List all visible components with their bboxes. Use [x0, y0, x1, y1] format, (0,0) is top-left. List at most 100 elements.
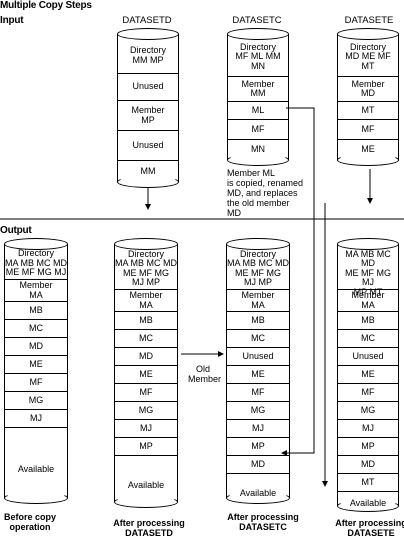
cylinder-row: MT: [338, 102, 398, 120]
row-text: Directory: [17, 248, 54, 259]
row-text: Member: [241, 78, 275, 89]
cylinder-bottom: [225, 492, 291, 504]
cylinder-bottom: [336, 154, 400, 166]
cylinder-row: ME: [338, 366, 398, 384]
row-text: MB: [29, 304, 43, 315]
row-text: MD: [251, 458, 265, 469]
cylinder-row: MF: [227, 384, 289, 402]
row-text: Unused: [242, 350, 274, 361]
cylinder-row: MB: [227, 312, 289, 330]
row-text: MP: [251, 440, 265, 451]
row-text: MC: [29, 322, 43, 333]
cylinder-row: MB: [115, 312, 177, 330]
row-text: Member: [351, 78, 385, 89]
row-text: MC: [139, 332, 153, 343]
row-text: MF: [29, 376, 43, 387]
row-text: MG: [360, 404, 376, 415]
row-text: MG: [138, 404, 154, 415]
cylinder-row: MF: [228, 120, 288, 140]
cylinder-row: MF: [338, 384, 398, 402]
cylinder-row: MC: [115, 330, 177, 348]
cylinder-row: MP: [338, 438, 398, 456]
row-text: Member: [129, 290, 163, 300]
cylinder-row: MC: [338, 330, 398, 348]
row-text: ME MF MG: [123, 267, 169, 278]
cylinder-row: ML: [228, 102, 288, 120]
row-text: MJ: [252, 422, 264, 433]
row-text: MP MT: [353, 286, 383, 297]
cylinder-top: [3, 238, 69, 250]
cylinder-row: MG: [338, 402, 398, 420]
row-text: Available: [349, 498, 387, 509]
cylinder-row: MJ: [5, 410, 67, 428]
datasete-label: DATASETE: [344, 15, 394, 26]
row-text: MN: [251, 144, 265, 155]
cylinder-row: MF: [5, 374, 67, 392]
row-text: MP: [141, 114, 155, 125]
row-text: MJ: [140, 422, 152, 433]
cylinder-row: MD: [227, 456, 289, 474]
cylinder-row: MD: [5, 338, 67, 356]
row-text: MB: [251, 314, 265, 325]
cylinder-row: Unused: [227, 348, 289, 366]
cylinder-row: ME: [115, 366, 177, 384]
cylinder-row: Available: [227, 474, 289, 514]
row-text: ME MF MG MJ: [345, 267, 391, 287]
cylinder-top: [336, 28, 400, 40]
row-text: Available: [127, 480, 165, 491]
row-text: MD: [139, 350, 153, 361]
row-text: MG: [28, 394, 44, 405]
row-text: Unused: [132, 139, 164, 150]
cylinder-row: MD: [338, 456, 398, 474]
cylinder-row: MP: [115, 438, 177, 456]
row-text: MM MP: [132, 54, 164, 65]
cylinder-row: MB: [338, 312, 398, 330]
row-text: MT: [361, 476, 375, 487]
row-text: Directory: [349, 41, 386, 52]
row-text: ME: [361, 144, 375, 155]
cylinder-row: Available: [5, 428, 67, 512]
row-text: MP: [361, 440, 375, 451]
cylinder-row: MF: [338, 120, 398, 140]
row-text: ME MF MG MJ: [5, 267, 67, 278]
cylinder-row: MJ: [115, 420, 177, 438]
member-ml-note: Member ML is copied, renamed MD, and rep…: [227, 168, 304, 218]
cylinder-row: Unused: [118, 74, 178, 101]
row-text: ME MF MG: [235, 267, 281, 278]
row-text: MA: [361, 299, 375, 310]
row-text: MA MB MC MD: [227, 258, 289, 268]
row-text: Member: [241, 290, 275, 300]
row-text: Directory: [129, 45, 166, 55]
cylinder-bottom: [116, 176, 180, 188]
row-text: Member: [19, 280, 53, 290]
cylinder-top: [336, 238, 400, 250]
cylinder-row: MG: [227, 402, 289, 420]
row-text: MF: [139, 386, 153, 397]
row-text: ME: [251, 368, 265, 379]
row-text: MG: [250, 404, 266, 415]
cylinder-row: Unused: [338, 348, 398, 366]
cylinder-top: [113, 238, 179, 250]
cylinder-row: MC: [227, 330, 289, 348]
row-text: MM: [250, 88, 266, 98]
row-text: Available: [17, 464, 55, 475]
row-text: MF: [361, 123, 375, 134]
cylinder-row: MB: [5, 302, 67, 320]
row-text: MA MB MC MD: [345, 248, 391, 268]
row-text: MD: [29, 340, 43, 351]
cylinder-top: [225, 238, 291, 250]
cylinder-row: ME: [5, 356, 67, 374]
cylinder-bottom: [336, 500, 400, 512]
